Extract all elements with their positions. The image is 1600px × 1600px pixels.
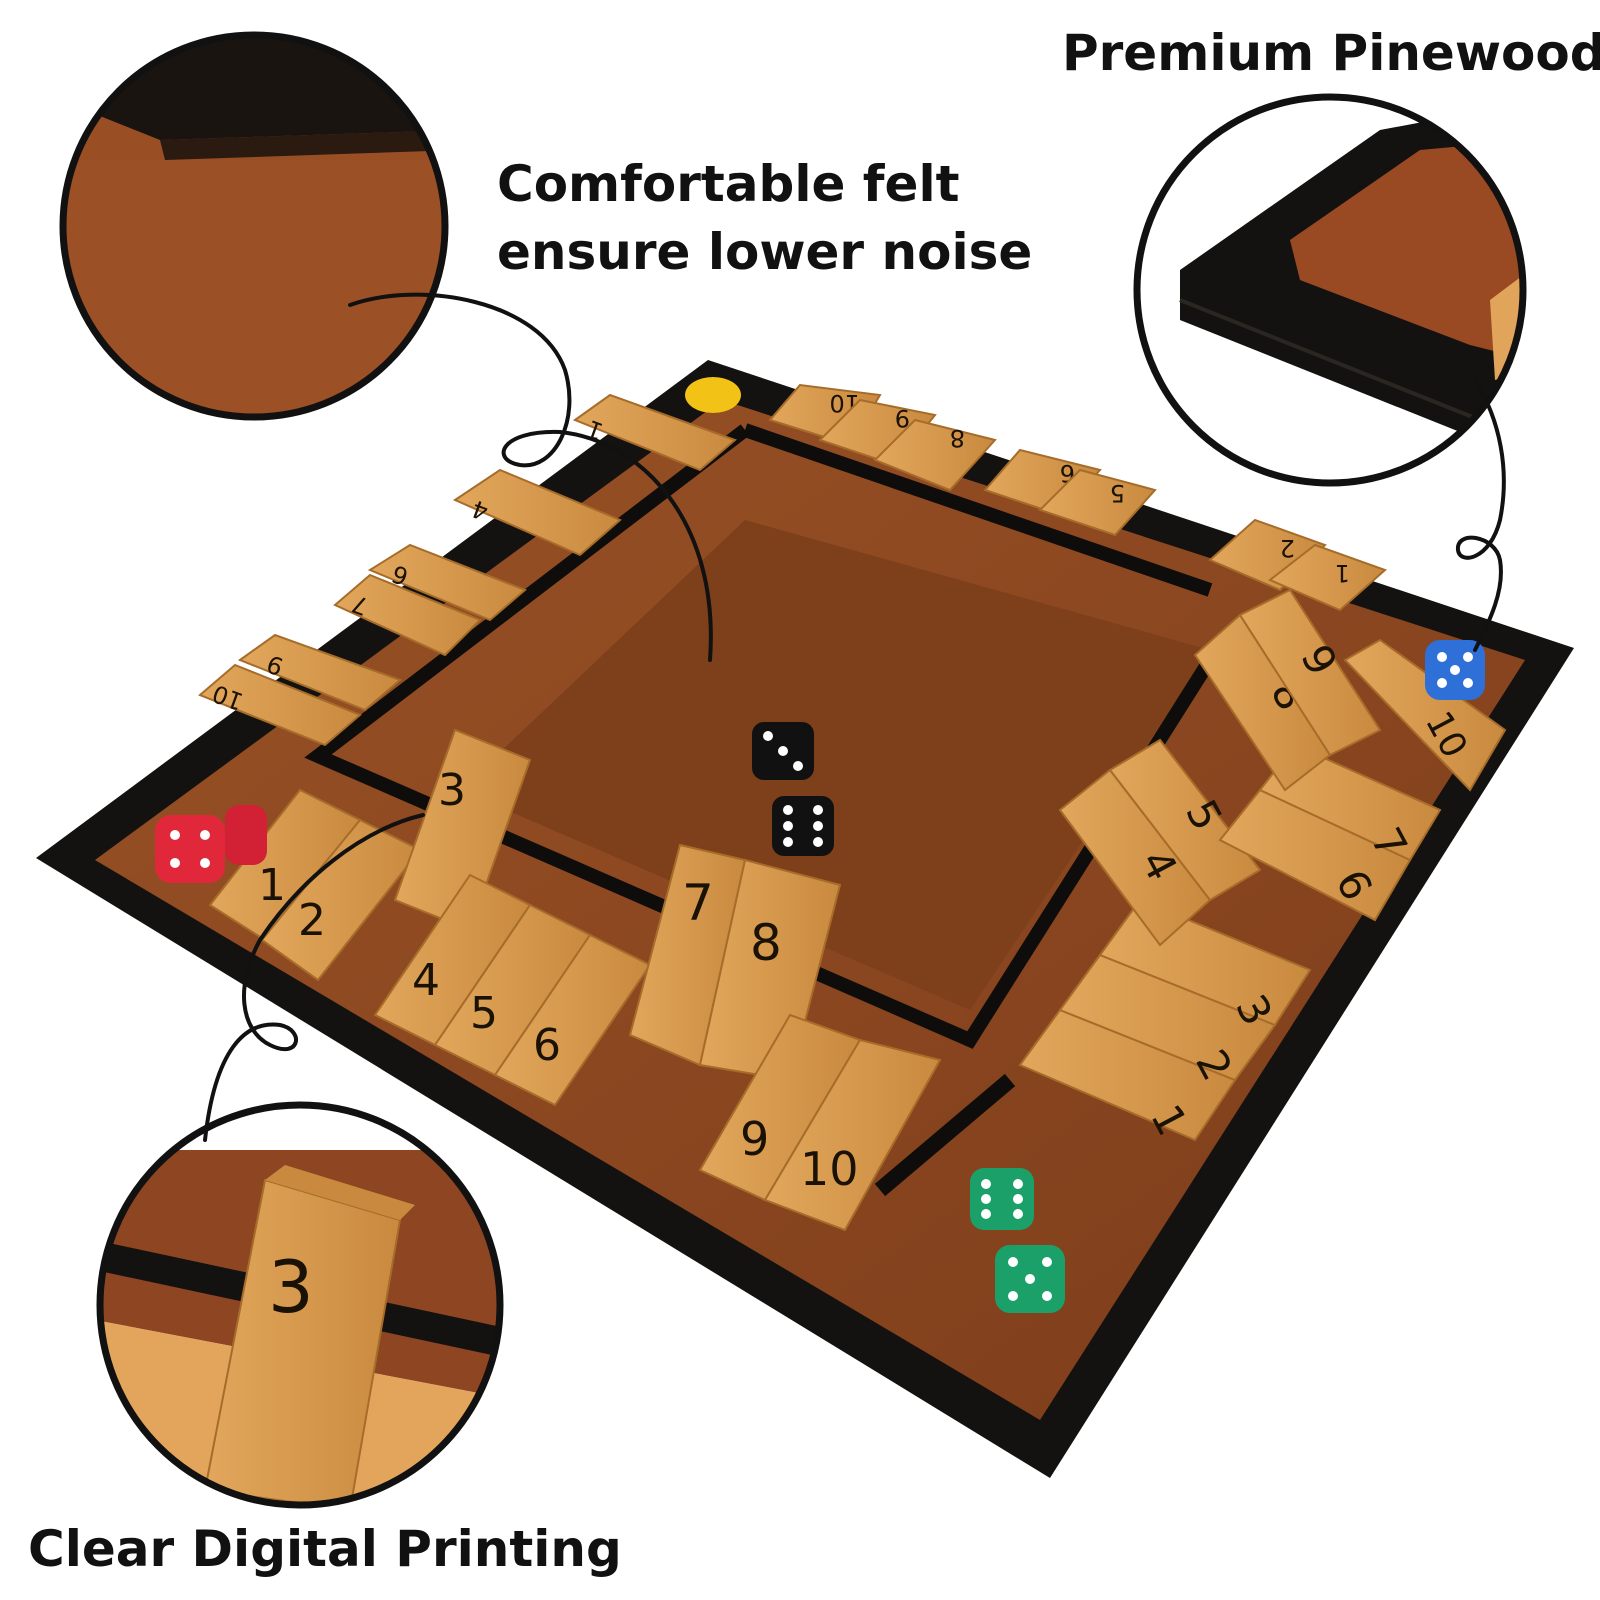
green-die-bottom[interactable]: [995, 1245, 1065, 1313]
svg-text:8: 8: [750, 914, 782, 972]
svg-text:2: 2: [298, 895, 326, 946]
corner-divider: [874, 1073, 1016, 1197]
right-tile-row: 1 2 3 4 5 6 7 8: [1018, 588, 1507, 1143]
left-tile-7[interactable]: 7: [333, 573, 482, 657]
tile-7[interactable]: 7: [628, 843, 747, 1067]
svg-text:10: 10: [800, 1142, 859, 1196]
right-tile-5[interactable]: 5: [1108, 738, 1262, 902]
tile-8[interactable]: 8: [698, 858, 842, 1082]
red-die[interactable]: [155, 815, 225, 883]
zoom-tile-number: 3: [268, 1245, 314, 1329]
left-tile-10[interactable]: 10: [198, 663, 362, 747]
left-tile-6[interactable]: 6: [367, 543, 527, 622]
green-die-top[interactable]: [970, 1168, 1034, 1230]
felt-leader-line: [348, 292, 713, 662]
felt-caption-line2: ensure lower noise: [497, 223, 1033, 281]
svg-text:4: 4: [412, 955, 440, 1006]
right-tile-10[interactable]: 10: [1343, 638, 1507, 792]
back-tile-5[interactable]: 5: [1038, 468, 1157, 537]
svg-text:6: 6: [533, 1020, 561, 1071]
zoom-printing: 3: [96, 1101, 504, 1509]
zoom-pinewood: [1133, 93, 1527, 487]
tile-9[interactable]: 9: [698, 1013, 862, 1202]
black-die-top[interactable]: [752, 722, 814, 780]
svg-text:5: 5: [1110, 479, 1125, 507]
back-tile-8[interactable]: 8: [873, 418, 997, 492]
yellow-die[interactable]: [685, 377, 741, 413]
pinewood-caption: Premium Pinewood: [1062, 24, 1600, 82]
felt-caption-line1: Comfortable felt: [497, 155, 960, 213]
svg-text:1: 1: [1335, 559, 1350, 587]
front-tile-row: 1 2 3 4 5 6 7 8: [208, 728, 942, 1232]
tile-4[interactable]: 4: [373, 873, 532, 1047]
black-die-bottom[interactable]: [772, 796, 834, 856]
felt-caption: Comfortable felt ensure lower noise: [497, 150, 1032, 286]
svg-text:7: 7: [682, 874, 714, 932]
svg-text:2: 2: [1280, 534, 1295, 562]
inner-rail-back: [742, 423, 1213, 597]
left-tile-4[interactable]: 4: [452, 468, 622, 557]
back-tile-1[interactable]: 1: [1268, 543, 1387, 612]
blue-die[interactable]: [1425, 640, 1485, 700]
zoom-felt: [59, 31, 449, 421]
svg-text:8: 8: [950, 424, 965, 452]
svg-text:9: 9: [740, 1112, 769, 1166]
svg-text:9: 9: [895, 404, 910, 432]
dice: [155, 377, 1485, 1313]
svg-text:3: 3: [438, 765, 466, 816]
svg-text:5: 5: [470, 988, 498, 1039]
svg-text:1: 1: [258, 860, 286, 911]
printing-caption: Clear Digital Printing: [28, 1520, 622, 1578]
pine-leader-line: [1456, 378, 1506, 652]
tile-10[interactable]: 10: [763, 1038, 942, 1232]
left-tile-9[interactable]: 9: [237, 633, 402, 712]
back-tile-row: 10 9 8 6 5 2 1: [768, 383, 1387, 612]
right-tile-9[interactable]: 9: [1238, 588, 1382, 757]
print-leader-line: [203, 813, 425, 1142]
callout-lines: [203, 292, 1506, 1142]
center-tray: [460, 520, 1210, 1010]
red-die-2[interactable]: [225, 805, 267, 865]
